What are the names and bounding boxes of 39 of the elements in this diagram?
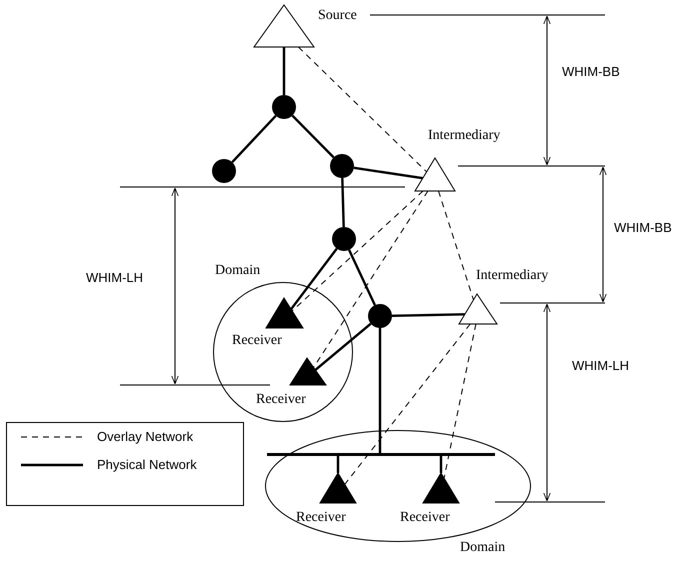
physical-link [336,454,340,473]
bus-line [267,453,495,456]
node-label: Intermediary [428,128,500,144]
dimension-label: WHIM-BB [614,220,672,236]
physical-link [392,313,465,317]
physical-link [290,248,338,310]
node-label: Receiver [232,333,282,349]
dimension-label: WHIM-LH [572,358,630,374]
overlay-link [313,190,428,368]
physical-link [282,47,286,95]
legend-text: Physical Network [97,457,197,473]
node-label: Receiver [296,510,346,526]
physical-link [341,178,345,228]
overlay-link [444,324,476,479]
physical-link [314,322,372,371]
overlay-link [344,324,471,485]
dimension-label: WHIM-BB [562,64,620,80]
router-dot [332,227,356,251]
physical-link [440,454,442,473]
node-label: Source [318,8,357,24]
node-label: Receiver [256,392,306,408]
physical-link [354,166,423,180]
node-label: Domain [460,540,506,556]
physical-link [378,328,382,454]
legend-text: Overlay Network [97,429,194,445]
overlay-link [292,190,424,312]
node-label: Receiver [400,510,450,526]
router-dot [330,154,354,178]
overlay-link [298,46,428,172]
physical-link [348,249,376,306]
physical-link [292,114,334,158]
physical-link [231,114,277,164]
dimension-label: WHIM-LH [86,270,144,286]
router-dot [212,159,236,183]
overlay-link [438,190,474,300]
router-dot [272,95,296,119]
node-label: Domain [215,263,260,279]
node-label: Intermediary [476,268,548,284]
router-dot [368,304,392,328]
